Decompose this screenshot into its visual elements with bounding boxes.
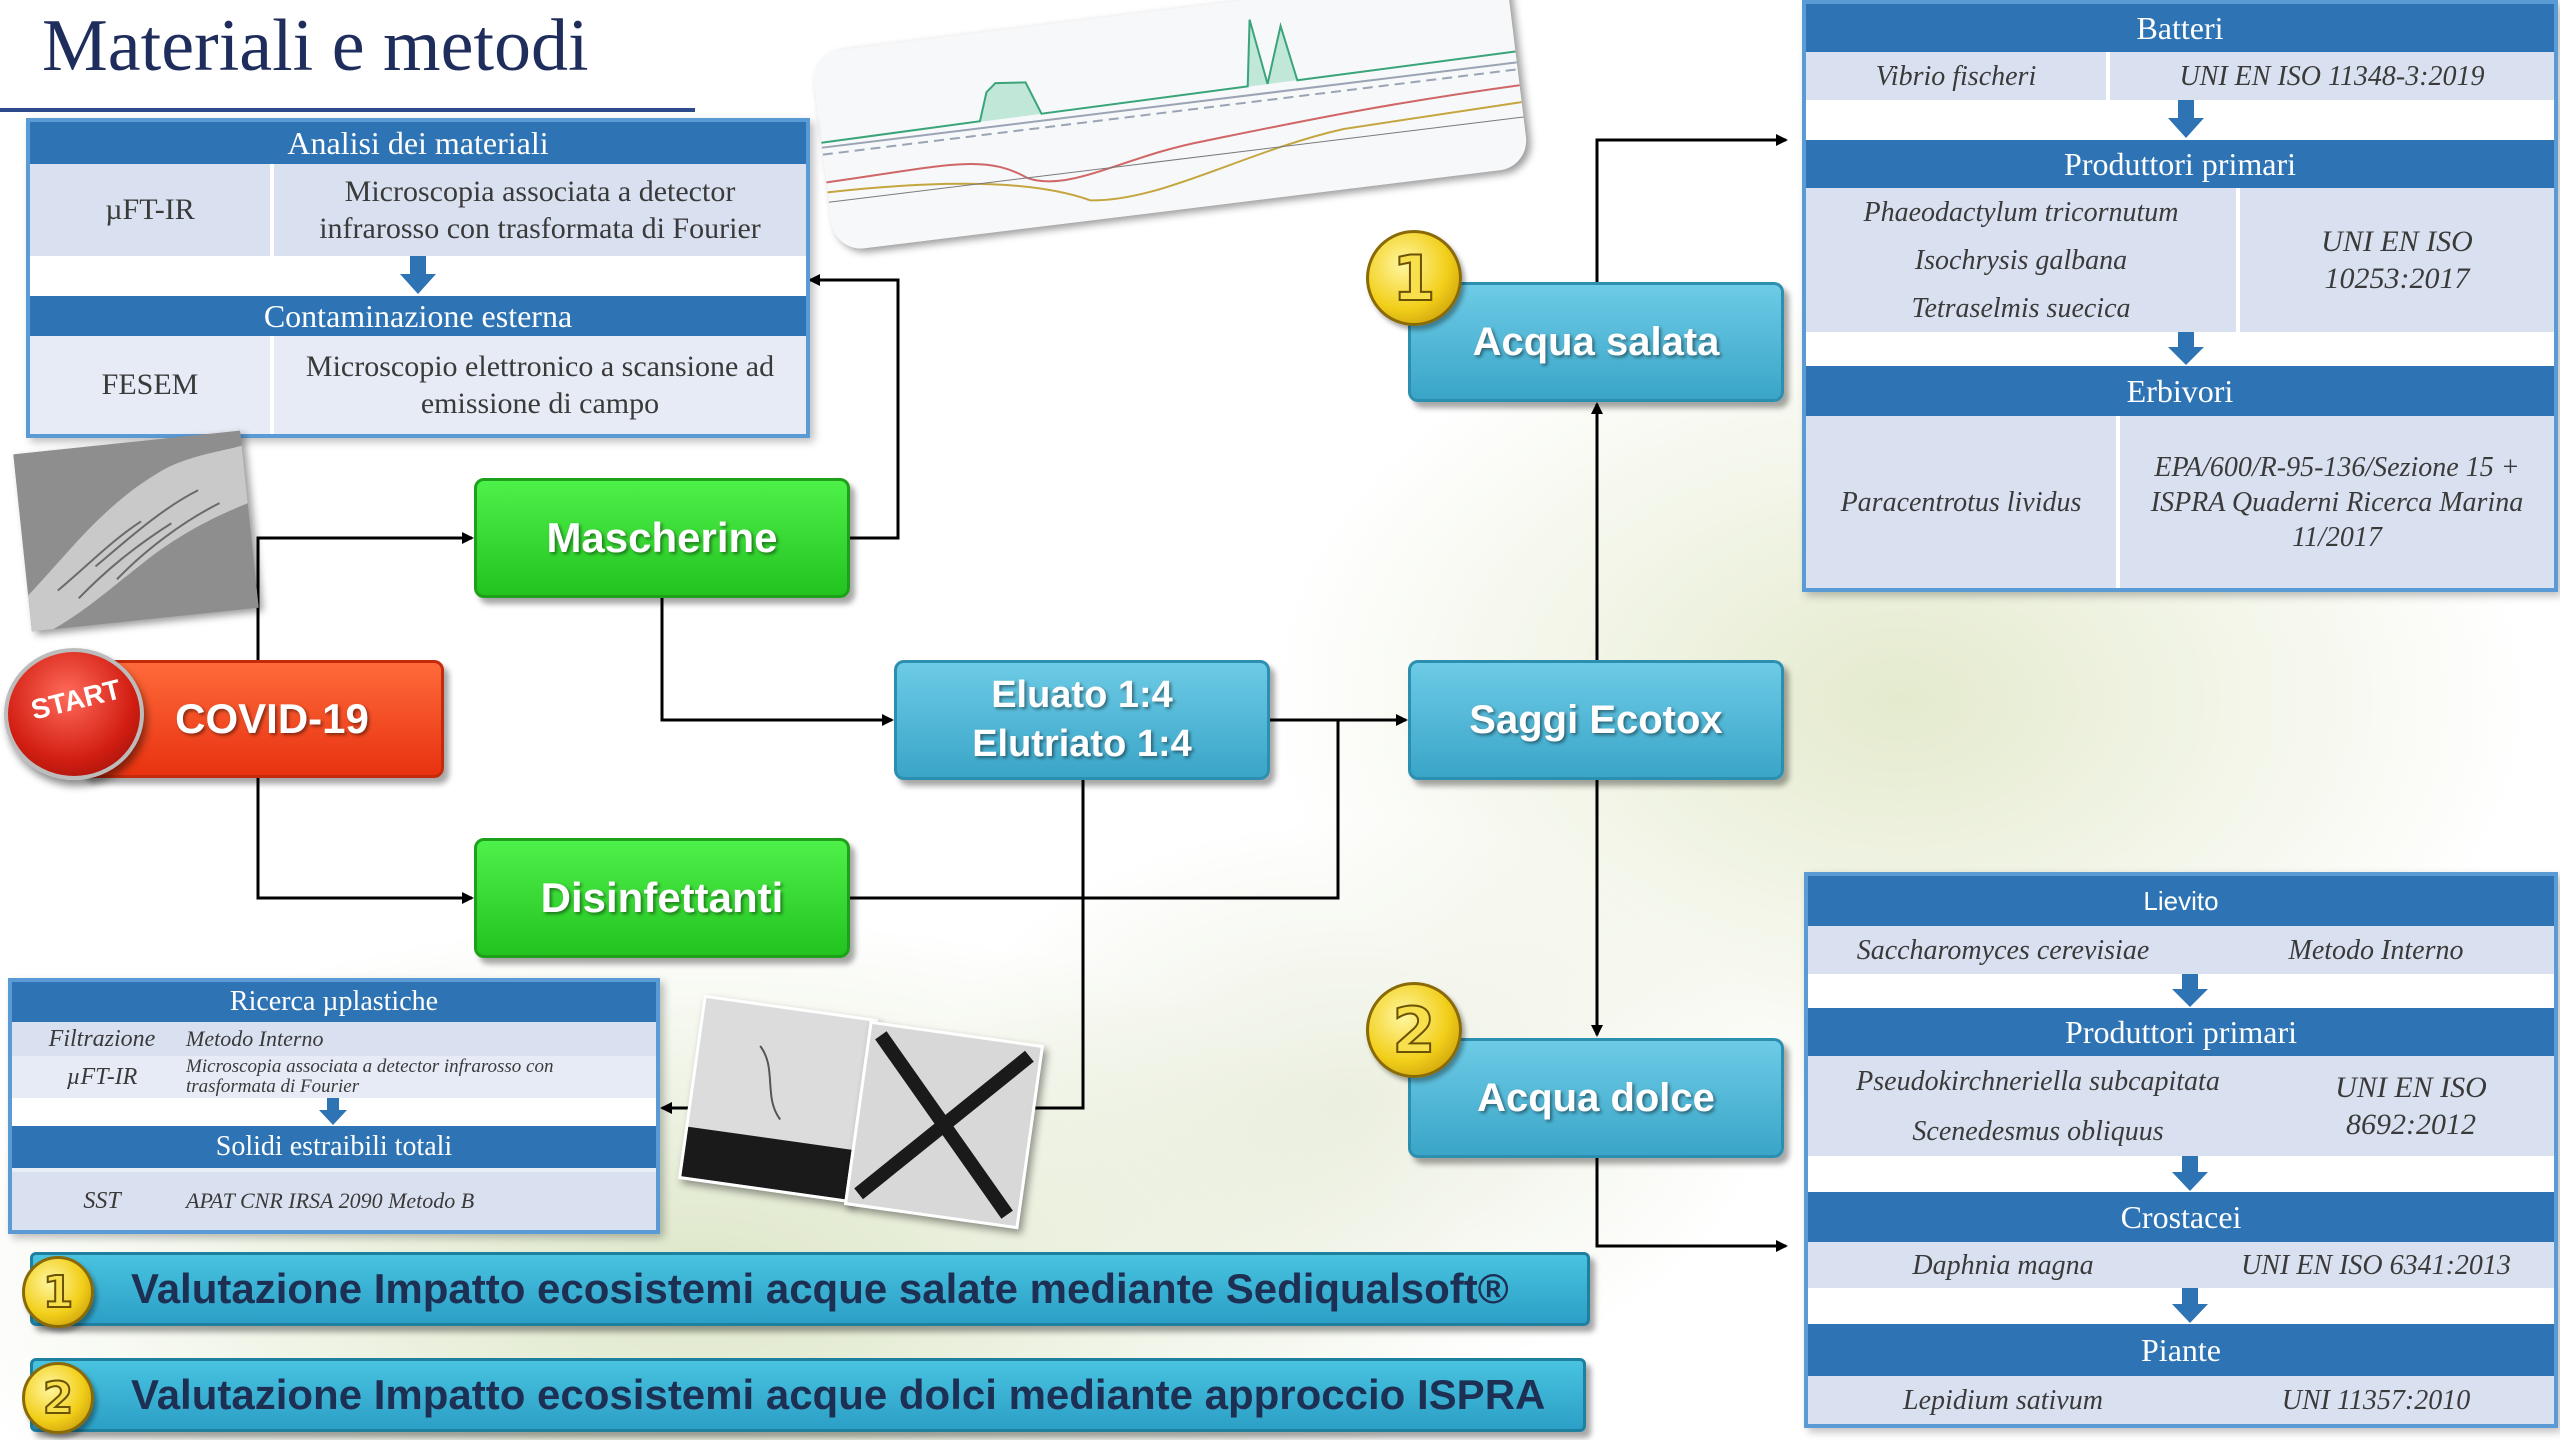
- acqua-dolce-label: Acqua dolce: [1477, 1075, 1715, 1120]
- prod-species-2: Isochrysis galbana: [1914, 244, 2128, 276]
- acqua-dolce-box[interactable]: Acqua dolce: [1408, 1038, 1784, 1158]
- ftir-spectrum-image: [810, 0, 1530, 252]
- page-title: Materiali e metodi: [42, 5, 589, 87]
- saggi-ecotox-box[interactable]: Saggi Ecotox: [1408, 660, 1784, 780]
- erbivori-header: Erbivori: [1806, 366, 2554, 416]
- down-arrow-icon: [400, 256, 436, 296]
- prod-species-3: Tetraselmis suecica: [1911, 292, 2131, 324]
- banner-sediqualsoft: Valutazione Impatto ecosistemi acque sal…: [30, 1252, 1590, 1326]
- acqua-salata-box[interactable]: Acqua salata: [1408, 282, 1784, 402]
- ftir-label: µFT-IR: [105, 193, 195, 227]
- batteri-row: Vibrio fischeri UNI EN ISO 11348-3:2019: [1806, 52, 2554, 100]
- start-label: START: [27, 673, 124, 726]
- banner-ispra: Valutazione Impatto ecosistemi acque dol…: [30, 1358, 1586, 1432]
- filtrazione-label: Filtrazione: [48, 1026, 156, 1052]
- disinfettanti-label: Disinfettanti: [540, 874, 784, 921]
- down-arrow-icon: [2166, 332, 2206, 366]
- down-arrow-icon: [2166, 100, 2206, 140]
- down-arrow-icon: [2170, 1156, 2210, 1192]
- dolce-prod-norm: UNI EN ISO 8692:2012: [2335, 1070, 2487, 1142]
- medal-1-icon: 1: [1366, 230, 1462, 326]
- start-button-icon[interactable]: START: [4, 648, 144, 780]
- sst-row: SST APAT CNR IRSA 2090 Metodo B: [12, 1172, 656, 1230]
- analisi-row-fesem: FESEM Microscopio elettronico a scansion…: [30, 336, 806, 434]
- lievito-species: Saccharomyces cerevisiae: [1856, 934, 2150, 966]
- crostacei-header: Crostacei: [1808, 1192, 2554, 1242]
- microplastiche-header: Ricerca µplastiche: [12, 982, 656, 1022]
- prod-norm: UNI EN ISO 10253:2017: [2321, 224, 2473, 296]
- batteri-header: Batteri: [1806, 4, 2554, 52]
- ftir-description: Microscopia associata a detector infraro…: [319, 174, 761, 246]
- filter-photo-right: [843, 1020, 1045, 1230]
- eluato-box[interactable]: Eluato 1:4 Elutriato 1:4: [894, 660, 1270, 780]
- filtrazione-value: Metodo Interno: [186, 1026, 324, 1052]
- piante-norm: UNI 11357:2010: [2281, 1384, 2471, 1416]
- crost-norm: UNI EN ISO 6341:2013: [2241, 1249, 2511, 1281]
- acqua-salata-label: Acqua salata: [1472, 319, 1720, 364]
- filtrazione-row: Filtrazione Metodo Interno: [12, 1022, 656, 1056]
- mascherine-label: Mascherine: [546, 514, 778, 561]
- mupftir-value: Microscopia associata a detector infraro…: [186, 1056, 554, 1097]
- down-arrow-icon: [2170, 1288, 2210, 1324]
- covid-label: COVID-19: [175, 695, 369, 742]
- produttori-dolce-row: Pseudokirchneriella subcapitata Scenedes…: [1808, 1056, 2554, 1156]
- lievito-norm: Metodo Interno: [2288, 934, 2464, 966]
- sst-label: SST: [83, 1188, 121, 1214]
- microplastiche-panel: Ricerca µplastiche Filtrazione Metodo In…: [8, 978, 660, 1234]
- medal-2-small-icon: 2: [22, 1362, 94, 1434]
- dolce-prod-species-1: Pseudokirchneriella subcapitata: [1856, 1065, 2220, 1097]
- title-underline: [0, 108, 695, 112]
- produttori-header: Produttori primari: [1806, 140, 2554, 188]
- analisi-header: Analisi dei materiali: [30, 122, 806, 164]
- elutriato-label: Elutriato 1:4: [972, 723, 1192, 765]
- medal-2-icon: 2: [1366, 982, 1462, 1078]
- banner-1-text: Valutazione Impatto ecosistemi acque sal…: [131, 1265, 1509, 1312]
- solidi-header: Solidi estraibili totali: [12, 1126, 656, 1168]
- erb-norm: EPA/600/R-95-136/Sezione 15 + ISPRA Quad…: [2150, 451, 2524, 553]
- down-arrow-icon: [2170, 974, 2210, 1008]
- fesem-label: FESEM: [101, 368, 199, 402]
- produttori-row: Phaeodactylum tricornutum Isochrysis gal…: [1806, 188, 2554, 332]
- mascherine-box[interactable]: Mascherine: [474, 478, 850, 598]
- lievito-header: Lievito: [1808, 876, 2554, 926]
- sem-fiber-image: [13, 430, 259, 632]
- piante-row: Lepidium sativum UNI 11357:2010: [1808, 1376, 2554, 1424]
- fesem-description: Microscopio elettronico a scansione ad e…: [305, 349, 775, 421]
- crost-species: Daphnia magna: [1912, 1249, 2094, 1281]
- acqua-dolce-tests-panel: Lievito Saccharomyces cerevisiae Metodo …: [1804, 872, 2558, 1428]
- piante-header: Piante: [1808, 1324, 2554, 1376]
- banner-2-text: Valutazione Impatto ecosistemi acque dol…: [131, 1371, 1546, 1418]
- erb-species: Paracentrotus lividus: [1840, 486, 2082, 518]
- batteri-species: Vibrio fischeri: [1875, 60, 2037, 92]
- prod-species-1: Phaeodactylum tricornutum: [1863, 196, 2179, 228]
- crostacei-row: Daphnia magna UNI EN ISO 6341:2013: [1808, 1242, 2554, 1288]
- disinfettanti-box[interactable]: Disinfettanti: [474, 838, 850, 958]
- lievito-row: Saccharomyces cerevisiae Metodo Interno: [1808, 926, 2554, 974]
- medal-1-small-icon: 1: [22, 1256, 94, 1328]
- mupftir-row: µFT-IR Microscopia associata a detector …: [12, 1056, 656, 1098]
- produttori-dolce-header: Produttori primari: [1808, 1008, 2554, 1056]
- piante-species: Lepidium sativum: [1903, 1384, 2103, 1416]
- batteri-norm: UNI EN ISO 11348-3:2019: [2179, 60, 2485, 92]
- sst-value: APAT CNR IRSA 2090 Metodo B: [186, 1188, 475, 1214]
- saggi-label: Saggi Ecotox: [1469, 697, 1723, 742]
- down-arrow-icon: [318, 1098, 348, 1126]
- acqua-salata-tests-panel: Batteri Vibrio fischeri UNI EN ISO 11348…: [1802, 0, 2558, 592]
- erbivori-row: Paracentrotus lividus EPA/600/R-95-136/S…: [1806, 416, 2554, 588]
- analisi-row-ftir: µFT-IR Microscopia associata a detector …: [30, 164, 806, 256]
- analisi-materiali-panel: Analisi dei materiali µFT-IR Microscopia…: [26, 118, 810, 438]
- contaminazione-header: Contaminazione esterna: [30, 296, 806, 336]
- mupftir-label: µFT-IR: [66, 1064, 138, 1090]
- filter-photo-left: [677, 994, 879, 1204]
- eluato-label: Eluato 1:4: [991, 673, 1173, 716]
- dolce-prod-species-2: Scenedesmus obliquus: [1912, 1115, 2164, 1147]
